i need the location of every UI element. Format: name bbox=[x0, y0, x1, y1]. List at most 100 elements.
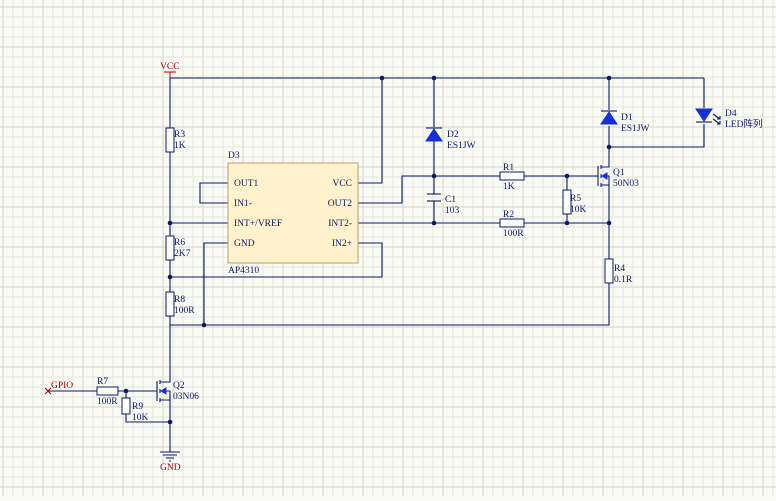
resistor-body bbox=[165, 235, 175, 261]
ic-pin-out2: OUT2 bbox=[328, 199, 353, 209]
resistor-body bbox=[165, 291, 175, 317]
no-connect-x-icon bbox=[44, 387, 52, 395]
vcc-port: VCC bbox=[160, 62, 180, 78]
r1-value: 1K bbox=[503, 182, 515, 192]
d4-ref: D4 bbox=[725, 109, 737, 119]
resistor-r2: R2 100R bbox=[499, 210, 525, 239]
resistor-body bbox=[604, 258, 614, 284]
resistor-body bbox=[165, 127, 175, 153]
capacitor-c1: C1 103 bbox=[427, 176, 460, 216]
wire-ic-gnd bbox=[203, 242, 228, 325]
q2-value: 03N06 bbox=[173, 392, 199, 402]
diode-triangle-icon bbox=[425, 128, 443, 142]
r2-ref: R2 bbox=[503, 210, 514, 220]
junction-dot bbox=[606, 75, 612, 81]
junction-dot bbox=[379, 75, 385, 81]
r4-ref: R4 bbox=[614, 264, 625, 274]
resistor-r8: R8 100R bbox=[165, 291, 195, 317]
r1-ref: R1 bbox=[503, 163, 514, 173]
diode-d1: D1 ES1JW bbox=[600, 110, 650, 134]
c1-value: 103 bbox=[445, 206, 460, 216]
wire-r4-return bbox=[170, 283, 610, 326]
ic-pin-in1-minus: IN1- bbox=[234, 199, 252, 209]
resistor-r9: R9 10K bbox=[121, 397, 149, 423]
junction-dot bbox=[564, 173, 570, 179]
ic-designator: D3 bbox=[228, 151, 240, 161]
r4-value: 0.1R bbox=[614, 275, 633, 285]
ic-pin-gnd: GND bbox=[234, 239, 255, 249]
junctions bbox=[123, 75, 612, 425]
wire-out1-in1 bbox=[199, 182, 228, 204]
d1-value: ES1JW bbox=[621, 124, 650, 134]
junction-dot bbox=[167, 220, 173, 226]
light-ray-icon bbox=[712, 113, 721, 120]
junction-dot bbox=[167, 274, 173, 280]
r9-ref: R9 bbox=[132, 402, 143, 412]
r6-ref: R6 bbox=[174, 238, 185, 248]
r5-value: 10K bbox=[570, 205, 587, 215]
d2-ref: D2 bbox=[447, 130, 459, 140]
vcc-label: VCC bbox=[160, 62, 180, 72]
junction-dot bbox=[167, 419, 173, 425]
r3-value: 1K bbox=[174, 141, 186, 151]
ic-pin-int2-minus: INT2- bbox=[328, 219, 352, 229]
r7-ref: R7 bbox=[97, 377, 108, 387]
wire-ic-vcc bbox=[358, 78, 383, 184]
r7-value: 100R bbox=[97, 397, 118, 407]
resistor-r4: R4 0.1R bbox=[604, 258, 633, 285]
gnd-label: GND bbox=[160, 463, 181, 473]
ground-icon bbox=[160, 451, 180, 462]
gpio-label: GPIO bbox=[51, 381, 73, 391]
r8-value: 100R bbox=[174, 306, 195, 316]
ic-ap4310: D3 AP4310 OUT1 IN1- INT+/VREF GND VCC OU… bbox=[227, 151, 359, 276]
diode-d2: D2 ES1JW bbox=[425, 127, 476, 151]
junction-dot bbox=[123, 388, 129, 394]
q2-ref: Q2 bbox=[173, 381, 185, 391]
mosfet-q1: Q1 50N03 bbox=[597, 165, 639, 189]
resistor-body bbox=[96, 386, 119, 396]
diode-triangle-icon bbox=[600, 111, 618, 125]
resistor-r1: R1 1K bbox=[499, 163, 525, 192]
r5-ref: R5 bbox=[570, 194, 581, 204]
ic-part-number: AP4310 bbox=[228, 266, 259, 276]
resistor-r7: R7 100R bbox=[96, 377, 119, 407]
resistor-body bbox=[562, 189, 572, 215]
led-array-d4: D4 LED阵列 bbox=[695, 108, 762, 130]
r6-value: 2K7 bbox=[174, 249, 191, 259]
r8-ref: R8 bbox=[174, 295, 185, 305]
d1-ref: D1 bbox=[621, 113, 633, 123]
resistor-body bbox=[499, 171, 525, 181]
gnd-port: GND bbox=[160, 451, 181, 473]
d2-value: ES1JW bbox=[447, 141, 476, 151]
junction-dot bbox=[201, 322, 207, 328]
mosfet-arrow-icon bbox=[160, 387, 167, 395]
junction-dot bbox=[606, 144, 612, 150]
resistor-body bbox=[121, 397, 131, 415]
light-ray-icon bbox=[712, 118, 721, 125]
gpio-port: GPIO bbox=[44, 381, 73, 395]
ic-pin-out1: OUT1 bbox=[234, 179, 259, 189]
ic-pin-int-vref: INT+/VREF bbox=[234, 219, 282, 229]
r2-value: 100R bbox=[503, 229, 524, 239]
wire-d4-cathode bbox=[609, 124, 705, 148]
r9-value: 10K bbox=[132, 413, 149, 423]
q1-value: 50N03 bbox=[613, 179, 639, 189]
junction-dot bbox=[606, 220, 612, 226]
junction-dot bbox=[431, 220, 437, 226]
q1-ref: Q1 bbox=[613, 168, 625, 178]
resistor-body bbox=[499, 218, 525, 228]
r3-ref: R3 bbox=[174, 130, 185, 140]
resistor-r3: R3 1K bbox=[165, 127, 186, 153]
resistor-r5: R5 10K bbox=[562, 189, 587, 215]
ic-pin-vcc: VCC bbox=[332, 179, 352, 189]
junction-dot bbox=[564, 220, 570, 226]
vcc-symbol bbox=[164, 71, 176, 78]
wire-in2-plus bbox=[170, 242, 383, 278]
ic-body bbox=[227, 162, 359, 264]
mosfet-q2: Q2 03N06 bbox=[156, 377, 199, 402]
mosfet-arrow-icon bbox=[601, 172, 608, 180]
d4-value: LED阵列 bbox=[725, 118, 762, 130]
